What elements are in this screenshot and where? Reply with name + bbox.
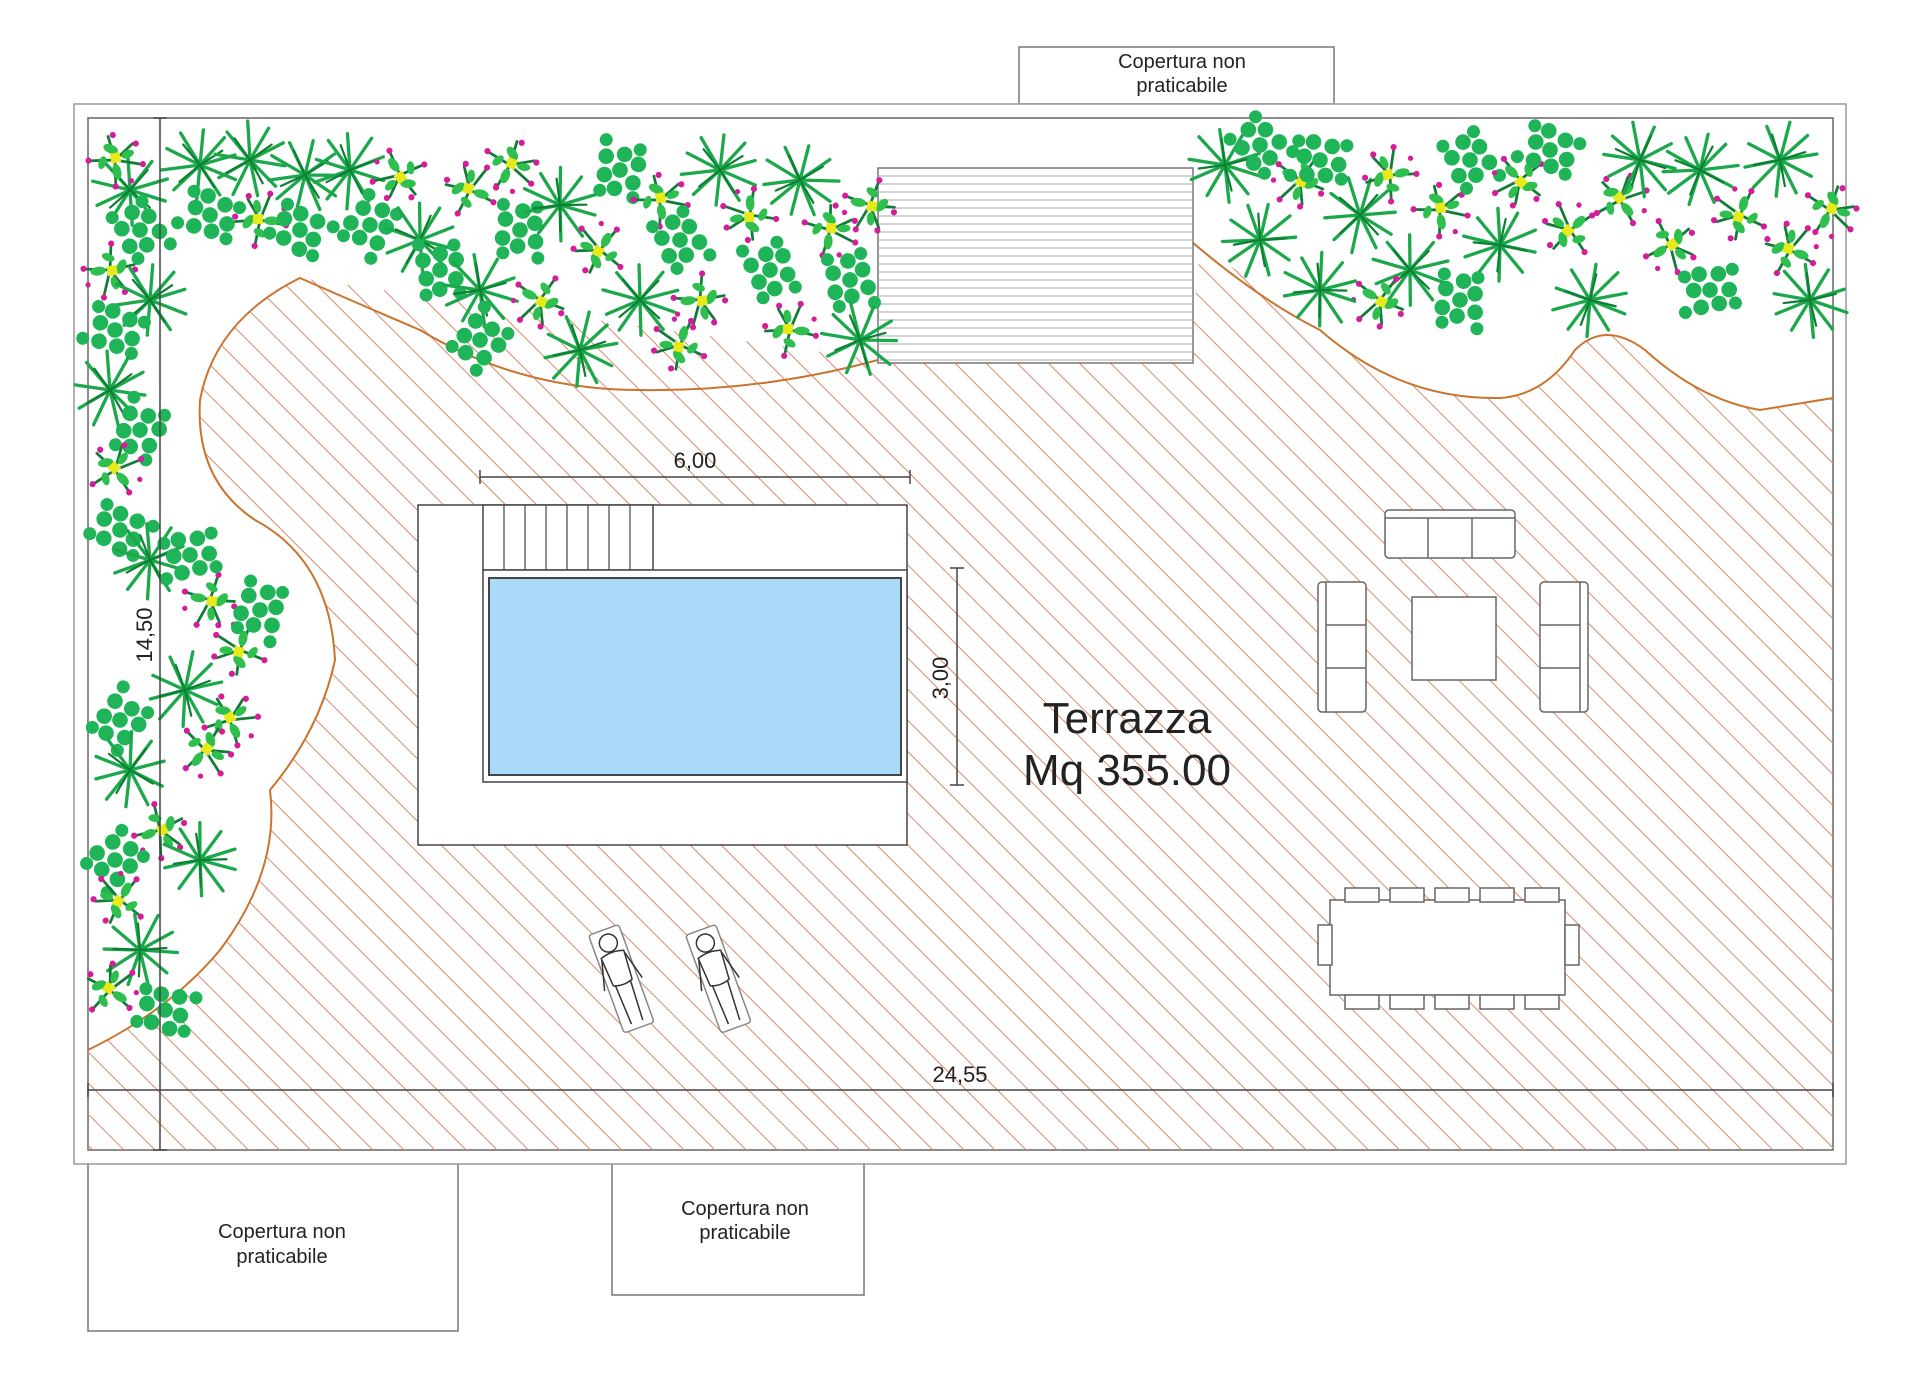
dimension-pool-length: 6,00 <box>674 448 717 473</box>
armchair-icon <box>1539 581 1589 713</box>
lounge-set <box>1317 509 1589 713</box>
roof-label-bottom-center-line2: praticabile <box>699 1222 790 1244</box>
coffee-table <box>1411 596 1497 681</box>
dining-set <box>1317 887 1580 1010</box>
terrace-area: Mq 355.00 <box>1023 746 1231 795</box>
dimension-pool-width: 3,00 <box>928 657 953 700</box>
roof-label-top-line2: praticabile <box>1136 75 1227 97</box>
pool-step-lines <box>503 505 631 570</box>
pool-water <box>488 577 902 776</box>
deck-steps <box>877 167 1194 364</box>
dimension-width: 14,50 <box>132 607 157 662</box>
roof-label-bottom-center-line1: Copertura non <box>681 1198 809 1220</box>
pool-steps <box>482 504 654 571</box>
roof-label-bottom-left-line1: Copertura non <box>218 1221 346 1243</box>
dining-table <box>1329 899 1566 996</box>
armchair-icon <box>1317 581 1367 713</box>
roof-box-bottom-left <box>87 1162 459 1332</box>
terrace-name: Terrazza <box>1043 694 1212 743</box>
dining-chair-icon <box>1317 887 1580 1010</box>
planter-border <box>87 241 1834 1051</box>
roof-box-top <box>1018 46 1335 105</box>
dimension-lines <box>87 117 1834 1151</box>
roof-label-top-line1: Copertura non <box>1118 51 1246 73</box>
roof-label-bottom-left-line2: praticabile <box>236 1246 327 1268</box>
sofa-icon <box>1384 509 1516 559</box>
dimension-length: 24,55 <box>932 1062 987 1087</box>
